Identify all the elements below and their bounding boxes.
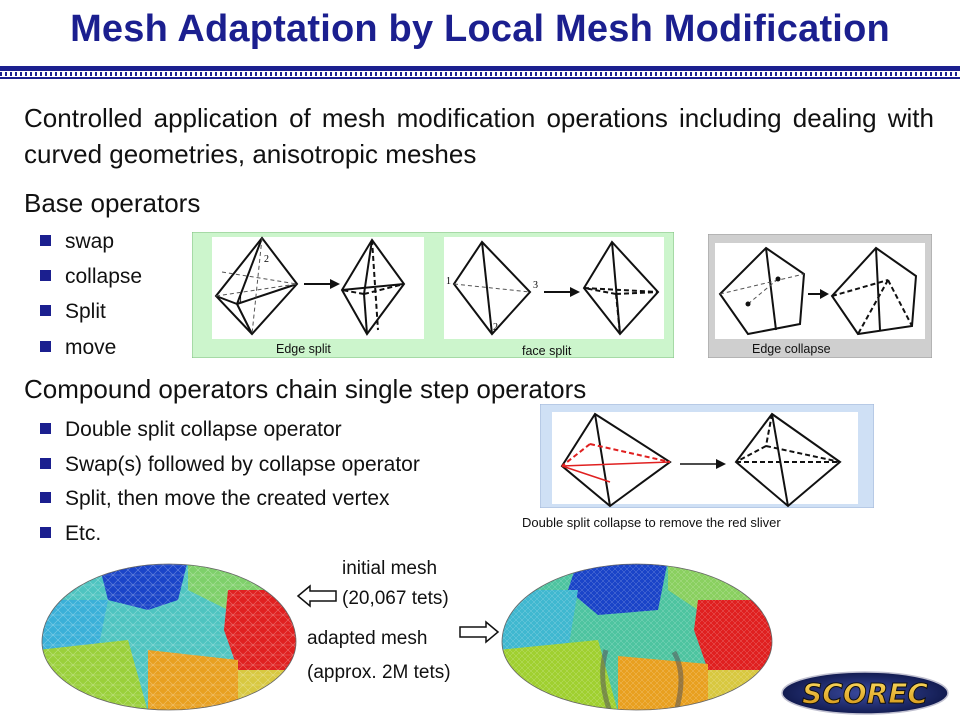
edge-collapse-caption: Edge collapse xyxy=(752,342,831,356)
initial-mesh-label: initial mesh xyxy=(342,558,438,579)
slide-title: Mesh Adaptation by Local Mesh Modificati… xyxy=(70,8,890,50)
edge-split-caption: Edge split xyxy=(276,342,331,356)
arrow-left-icon xyxy=(296,584,337,608)
double-split-collapse-diagram xyxy=(539,403,875,509)
initial-mesh-torus-render xyxy=(41,563,297,711)
scorec-logo-text: SCOREC xyxy=(802,677,928,710)
compound-item-double-split: Double split collapse operator xyxy=(40,418,342,442)
base-operators-heading: Base operators xyxy=(24,188,201,218)
title-underline-thin xyxy=(0,77,960,79)
title-underline-dotted xyxy=(0,72,960,76)
scorec-logo: SCOREC xyxy=(781,671,949,715)
initial-mesh-torus-figure xyxy=(38,560,300,712)
face-split-label-2: 2 xyxy=(493,322,498,333)
base-item-collapse: collapse xyxy=(40,265,142,289)
adapted-mesh-torus-render xyxy=(501,563,773,711)
adapted-mesh-torus-figure xyxy=(498,560,776,712)
adapted-mesh-count: (approx. 2M tets) xyxy=(307,662,451,683)
edge-collapse-figure: Edge collapse xyxy=(707,233,933,359)
split-operations-figure: 2 1 1 2 3 xyxy=(191,231,675,359)
intro-paragraph: Controlled application of mesh modificat… xyxy=(24,103,934,169)
compound-item-swap-collapse: Swap(s) followed by collapse operator xyxy=(40,453,420,477)
face-split-label-1: 1 xyxy=(446,276,451,287)
split-operations-diagram: 2 1 1 2 3 xyxy=(191,231,675,359)
compound-operators-heading: Compound operators chain single step ope… xyxy=(24,374,587,404)
face-split-caption: face split xyxy=(522,344,572,358)
double-split-caption: Double split collapse to remove the red … xyxy=(522,515,781,530)
edge-split-label-1: 1 xyxy=(238,294,243,305)
base-item-split: Split xyxy=(40,300,106,324)
title-underline-thick xyxy=(0,66,960,71)
compound-item-etc: Etc. xyxy=(40,522,101,546)
adapted-mesh-label: adapted mesh xyxy=(307,628,428,649)
base-item-move: move xyxy=(40,336,116,360)
arrow-right-icon xyxy=(459,620,500,644)
edge-split-label-2: 2 xyxy=(264,254,269,265)
initial-mesh-count: (20,067 tets) xyxy=(342,588,449,609)
edge-collapse-diagram xyxy=(707,233,933,359)
double-split-collapse-figure xyxy=(539,403,875,509)
face-split-label-3: 3 xyxy=(533,280,538,291)
base-item-swap: swap xyxy=(40,230,114,254)
compound-item-split-move: Split, then move the created vertex xyxy=(40,487,390,511)
